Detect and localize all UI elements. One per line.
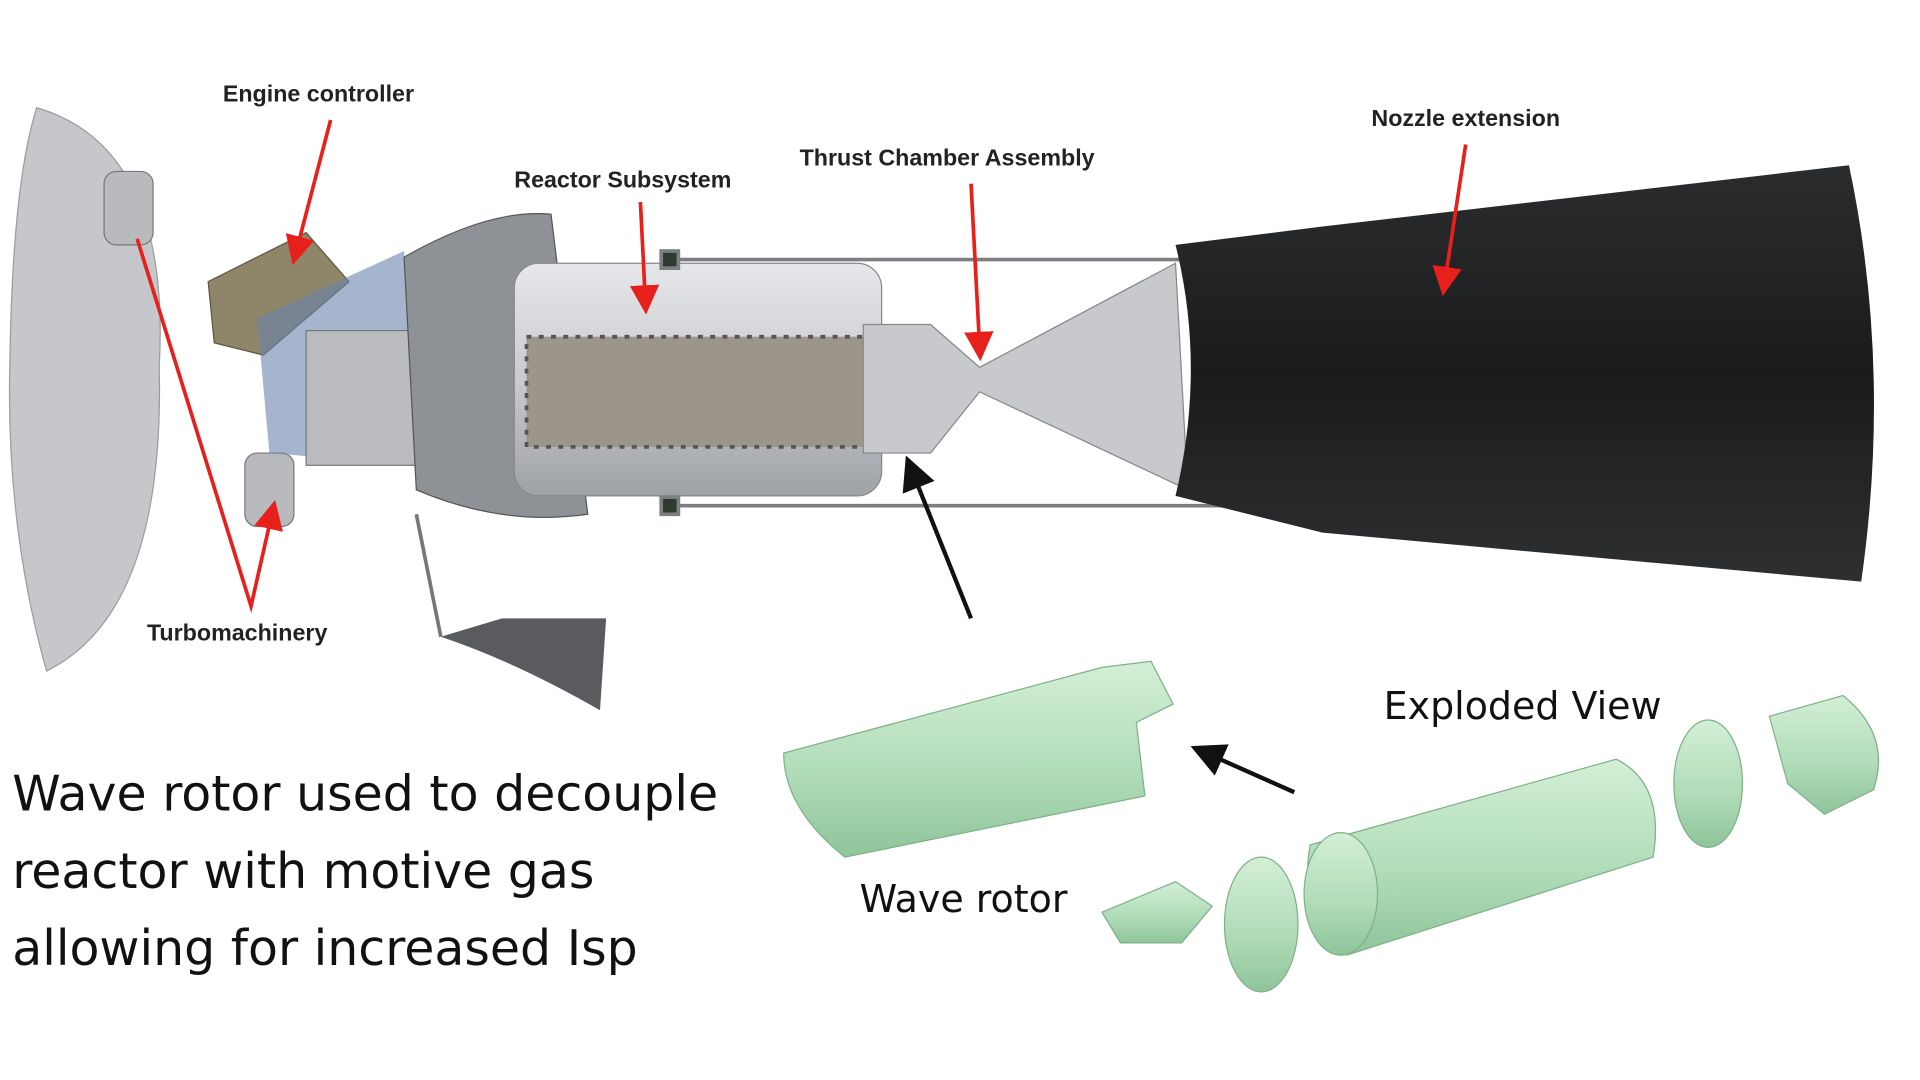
label-thrust-chamber: Thrust Chamber Assembly xyxy=(800,144,1095,170)
thrust-chamber-assembly xyxy=(862,262,1189,491)
callout-arrows xyxy=(135,119,1468,614)
label-reactor-subsystem: Reactor Subsystem xyxy=(514,166,731,192)
label-wave-rotor: Wave rotor xyxy=(860,877,1068,921)
label-engine-controller: Engine controller xyxy=(223,81,414,107)
caption-line-2: reactor with motive gas xyxy=(12,843,594,900)
caption-line-3: allowing for increased Isp xyxy=(12,920,638,977)
wave-rotor-exploded xyxy=(1101,694,1880,993)
pointer-arrows xyxy=(902,455,1296,795)
wave-rotor-assembled xyxy=(783,660,1174,858)
label-turbomachinery: Turbomachinery xyxy=(147,619,328,645)
label-exploded-view: Exploded View xyxy=(1384,684,1662,728)
reactor-core xyxy=(524,334,872,449)
nozzle-extension xyxy=(1175,165,1874,582)
caption-line-1: Wave rotor used to decouple xyxy=(12,766,718,823)
label-nozzle-extension: Nozzle extension xyxy=(1371,105,1560,131)
